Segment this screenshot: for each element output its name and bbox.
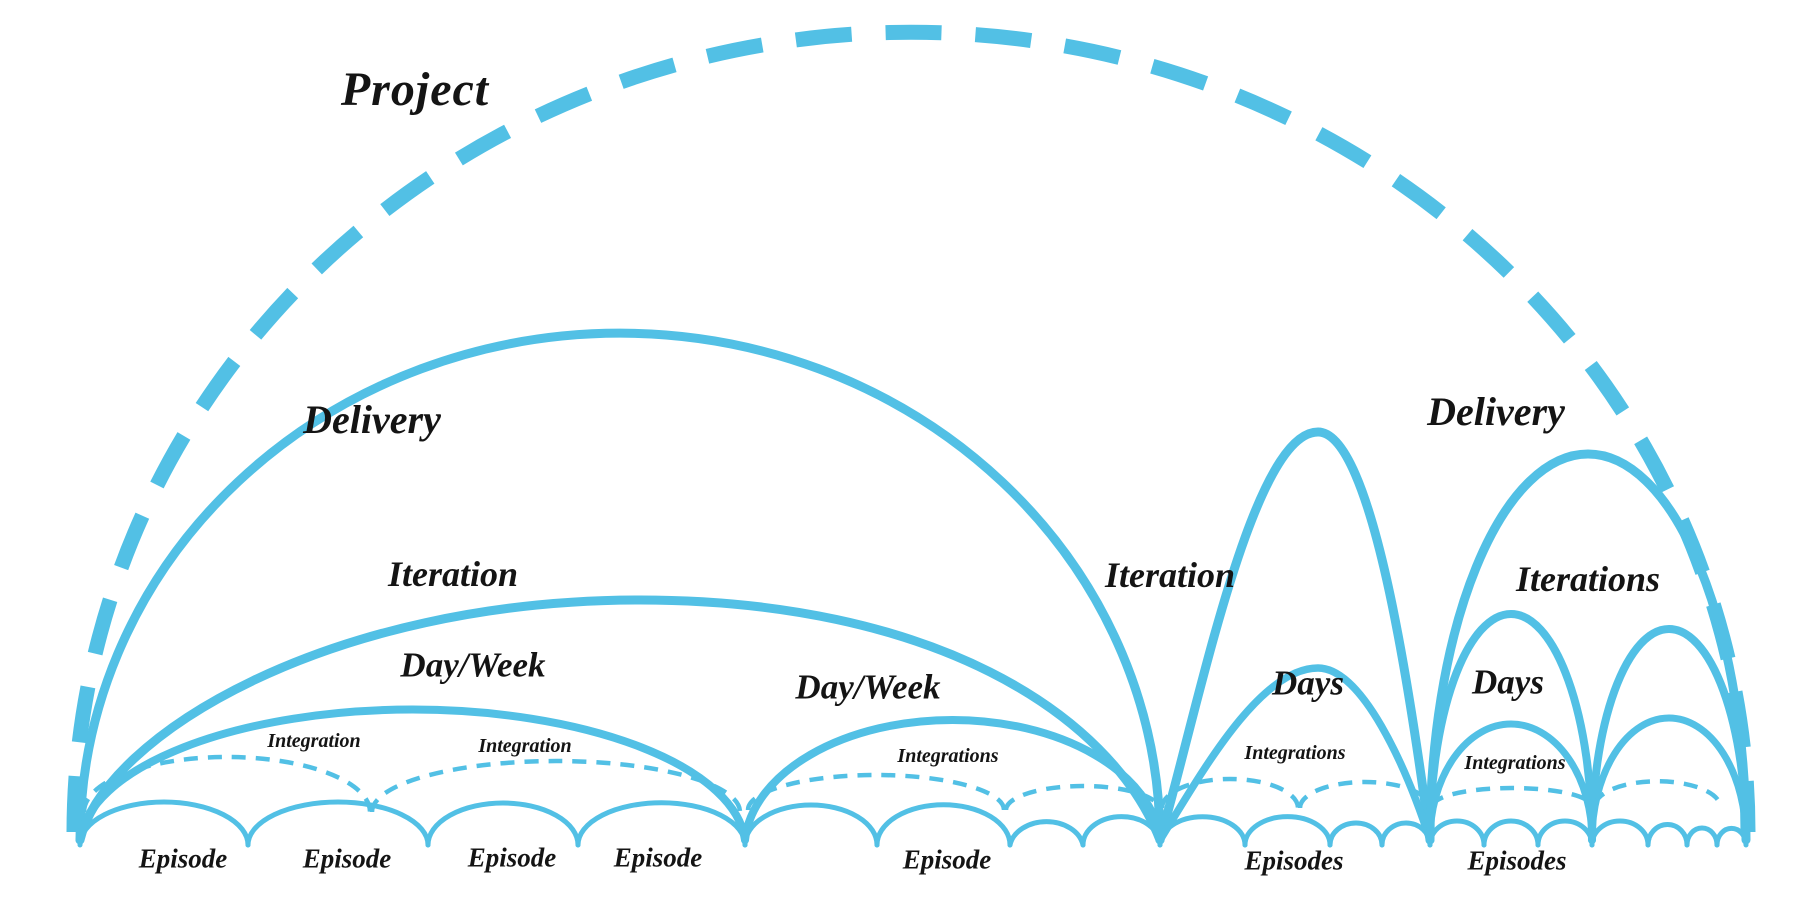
label-iteration-left: Iteration (387, 554, 519, 594)
days-arc-2 (1426, 720, 1596, 844)
integration-arc-2 (369, 758, 743, 813)
label-dayweek-left: Day/Week (400, 645, 546, 685)
iterations-arc-a (1426, 610, 1596, 844)
episode-arc-18 (1684, 825, 1720, 848)
label-episode-2: Episode (302, 843, 392, 874)
episode-arc-7 (1007, 819, 1086, 848)
label-integrations-2: Integrations (1244, 742, 1346, 764)
episode-arc-14 (1481, 818, 1541, 848)
label-iterations-right: Iterations (1515, 559, 1661, 599)
integration-arc-6 (1297, 779, 1433, 809)
delivery-arc-right (1425, 449, 1751, 845)
episode-arc-6 (874, 802, 1013, 848)
episode-arc-8 (1080, 814, 1163, 848)
label-project: Project (340, 63, 490, 116)
days-arc-1 (1156, 664, 1434, 844)
label-days-2: Days (1472, 662, 1544, 702)
episode-arc-3 (425, 800, 581, 848)
iterations-arc-b (1588, 625, 1750, 844)
label-days-1: Days (1272, 663, 1344, 703)
integration-arc-1 (81, 754, 373, 813)
label-delivery-left: Delivery (303, 397, 441, 442)
label-integrations-1: Integrations (897, 745, 999, 767)
integration-arc-4 (1003, 783, 1163, 811)
episode-arc-1 (77, 799, 251, 848)
episode-arc-11 (1327, 820, 1385, 848)
label-episodes-2: Episodes (1467, 845, 1567, 876)
episode-arc-2 (245, 799, 431, 848)
episode-arc-10 (1242, 814, 1333, 848)
label-dayweek-mid: Day/Week (795, 667, 941, 707)
iteration-arc-right-tall (1155, 427, 1435, 845)
episode-arc-5 (742, 802, 880, 848)
label-integration-1: Integration (267, 730, 361, 752)
integration-arc-8 (1592, 779, 1723, 805)
dayweek-arc-mid (741, 715, 1164, 844)
label-integrations-3: Integrations (1464, 752, 1566, 774)
label-integration-2: Integration (478, 735, 572, 757)
project-arc (66, 24, 1756, 833)
label-episodes-1: Episodes (1244, 845, 1344, 876)
delivery-arc-left (75, 328, 1165, 845)
episode-arc-13 (1427, 818, 1487, 848)
episode-arc-4 (575, 800, 748, 848)
episode-arc-9 (1157, 814, 1248, 848)
episode-arc-16 (1589, 818, 1651, 848)
label-episode-1: Episode (138, 843, 228, 874)
integration-arc-5 (1159, 776, 1301, 809)
episode-arc-19 (1714, 825, 1749, 848)
integration-arc-7 (1430, 785, 1594, 807)
label-episode-4: Episode (613, 842, 703, 873)
label-iteration-mid: Iteration (1104, 555, 1236, 595)
label-episode-5: Episode (902, 844, 992, 875)
episode-arc-17 (1645, 821, 1690, 848)
days-arc-3 (1588, 714, 1750, 844)
label-delivery-right: Delivery (1427, 389, 1565, 434)
episode-arc-12 (1379, 820, 1433, 848)
label-episode-3: Episode (467, 842, 557, 873)
episode-arc-15 (1535, 818, 1595, 848)
iteration-arc-left (75, 595, 1165, 845)
